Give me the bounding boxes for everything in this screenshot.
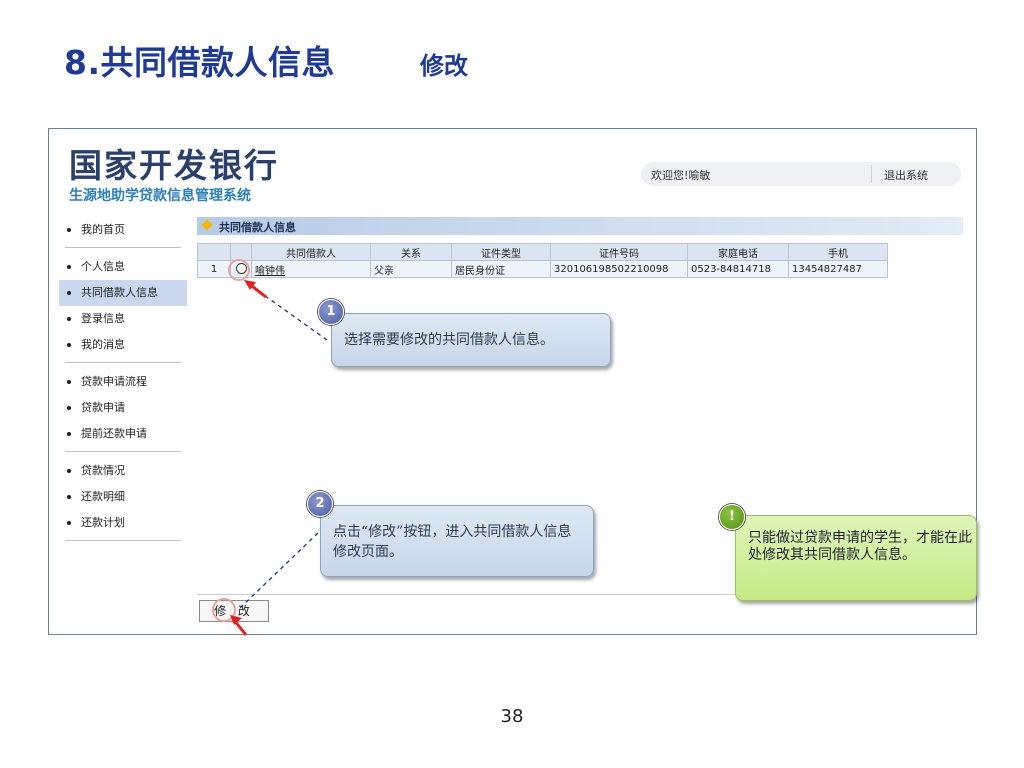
sidebar-nav: 我的首页 个人信息 共同借款人信息 登录信息 我的消息 贷款申请流程 贷款申请 … (59, 217, 187, 547)
note-badge: ! (719, 504, 745, 530)
bullet-icon (67, 432, 71, 436)
panel-title: 共同借款人信息 (219, 221, 296, 234)
step-2-badge: 2 (307, 491, 333, 517)
table-header-row: 共同借款人 关系 证件类型 证件号码 家庭电话 手机 (197, 243, 888, 261)
welcome-text: 欢迎您!喻敏 (651, 169, 711, 182)
sidebar-item-label: 贷款情况 (81, 464, 125, 477)
co-borrower-name-link[interactable]: 喻钟伟 (255, 265, 285, 277)
sidebar-item-label: 个人信息 (81, 260, 125, 273)
sidebar-item-label: 贷款申请流程 (81, 375, 147, 388)
sidebar-item-loan-process[interactable]: 贷款申请流程 (59, 369, 187, 395)
sidebar-item-label: 还款计划 (81, 516, 125, 529)
bullet-icon (67, 469, 71, 473)
table-row: 1 喻钟伟 父亲 居民身份证 320106198502210098 0523-8… (197, 260, 888, 278)
sidebar-item-messages[interactable]: 我的消息 (59, 332, 187, 358)
callout-step-2: 点击“修改”按钮，进入共同借款人信息修改页面。 (320, 505, 594, 577)
user-bar-divider (871, 165, 872, 183)
sidebar-item-loan-apply[interactable]: 贷款申请 (59, 395, 187, 421)
sidebar-item-personal-info[interactable]: 个人信息 (59, 254, 187, 280)
content-divider (197, 594, 963, 595)
callout-step-1-text: 选择需要修改的共同借款人信息。 (344, 332, 554, 348)
home-phone-cell: 0523-84814718 (687, 260, 789, 278)
sidebar-item-label: 还款明细 (81, 490, 125, 503)
radio-highlight-ring (228, 259, 250, 281)
sidebar-divider (65, 362, 181, 363)
slide-title: 8.共同借款人信息 (64, 43, 335, 82)
bullet-icon (67, 521, 71, 525)
id-type-cell: 居民身份证 (451, 260, 551, 278)
callout-note: 只能做过贷款申请的学生，才能在此处修改其共同借款人信息。 (735, 515, 977, 601)
logout-link[interactable]: 退出系统 (884, 169, 928, 182)
step-1-badge: 1 (318, 299, 344, 325)
sidebar-divider (65, 540, 181, 541)
sidebar-item-label: 提前还款申请 (81, 427, 147, 440)
callout-step-1: 选择需要修改的共同借款人信息。 (331, 313, 611, 367)
column-header-home-phone: 家庭电话 (687, 243, 789, 261)
diamond-icon (201, 219, 213, 231)
column-header-id-number: 证件号码 (550, 243, 688, 261)
modify-highlight-ring (212, 598, 236, 622)
sidebar-item-label: 我的首页 (81, 223, 125, 236)
callout-step-2-text: 点击“修改”按钮，进入共同借款人信息修改页面。 (333, 524, 572, 560)
bullet-icon (67, 343, 71, 347)
sidebar-item-home[interactable]: 我的首页 (59, 217, 187, 243)
sidebar-item-label: 共同借款人信息 (81, 286, 158, 299)
co-borrower-table: 共同借款人 关系 证件类型 证件号码 家庭电话 手机 1 喻钟伟 父亲 居民身份… (197, 243, 888, 278)
column-header-mobile: 手机 (788, 243, 888, 261)
bullet-icon (67, 495, 71, 499)
sidebar-item-login-info[interactable]: 登录信息 (59, 306, 187, 332)
bullet-icon (67, 406, 71, 410)
sidebar-item-loan-status[interactable]: 贷款情况 (59, 458, 187, 484)
user-bar: 欢迎您!喻敏 退出系统 (641, 162, 961, 186)
column-header-select (230, 243, 252, 261)
sidebar-item-label: 我的消息 (81, 338, 125, 351)
sidebar-item-repayment-detail[interactable]: 还款明细 (59, 484, 187, 510)
column-header-id-type: 证件类型 (451, 243, 551, 261)
column-header-relation: 关系 (370, 243, 452, 261)
column-header-co-borrower: 共同借款人 (251, 243, 371, 261)
slide-subtitle: 修改 (420, 52, 468, 80)
callout-note-text: 只能做过贷款申请的学生，才能在此处修改其共同借款人信息。 (748, 530, 972, 563)
sidebar-divider (65, 451, 181, 452)
row-index: 1 (197, 260, 231, 278)
co-borrower-name[interactable]: 喻钟伟 (251, 260, 371, 278)
bullet-icon (67, 380, 71, 384)
bullet-icon (67, 265, 71, 269)
mobile-cell: 13454827487 (788, 260, 888, 278)
bullet-icon (67, 291, 71, 295)
brand-subtitle: 生源地助学贷款信息管理系统 (69, 188, 251, 204)
relation-cell: 父亲 (370, 260, 452, 278)
page-number: 38 (500, 706, 524, 727)
sidebar-item-label: 贷款申请 (81, 401, 125, 414)
sidebar-item-prepayment[interactable]: 提前还款申请 (59, 421, 187, 447)
sidebar-item-co-borrower[interactable]: 共同借款人信息 (59, 280, 187, 306)
id-number-cell: 320106198502210098 (550, 260, 688, 278)
sidebar-item-label: 登录信息 (81, 312, 125, 325)
sidebar-divider (65, 247, 181, 248)
brand-name: 国家开发银行 (69, 146, 279, 185)
sidebar-item-repayment-plan[interactable]: 还款计划 (59, 510, 187, 536)
bullet-icon (67, 317, 71, 321)
brand-logo: 国家开发银行 生源地助学贷款信息管理系统 (69, 147, 279, 205)
bullet-icon (67, 228, 71, 232)
panel-header: 共同借款人信息 (197, 217, 963, 235)
column-header-index (197, 243, 231, 261)
